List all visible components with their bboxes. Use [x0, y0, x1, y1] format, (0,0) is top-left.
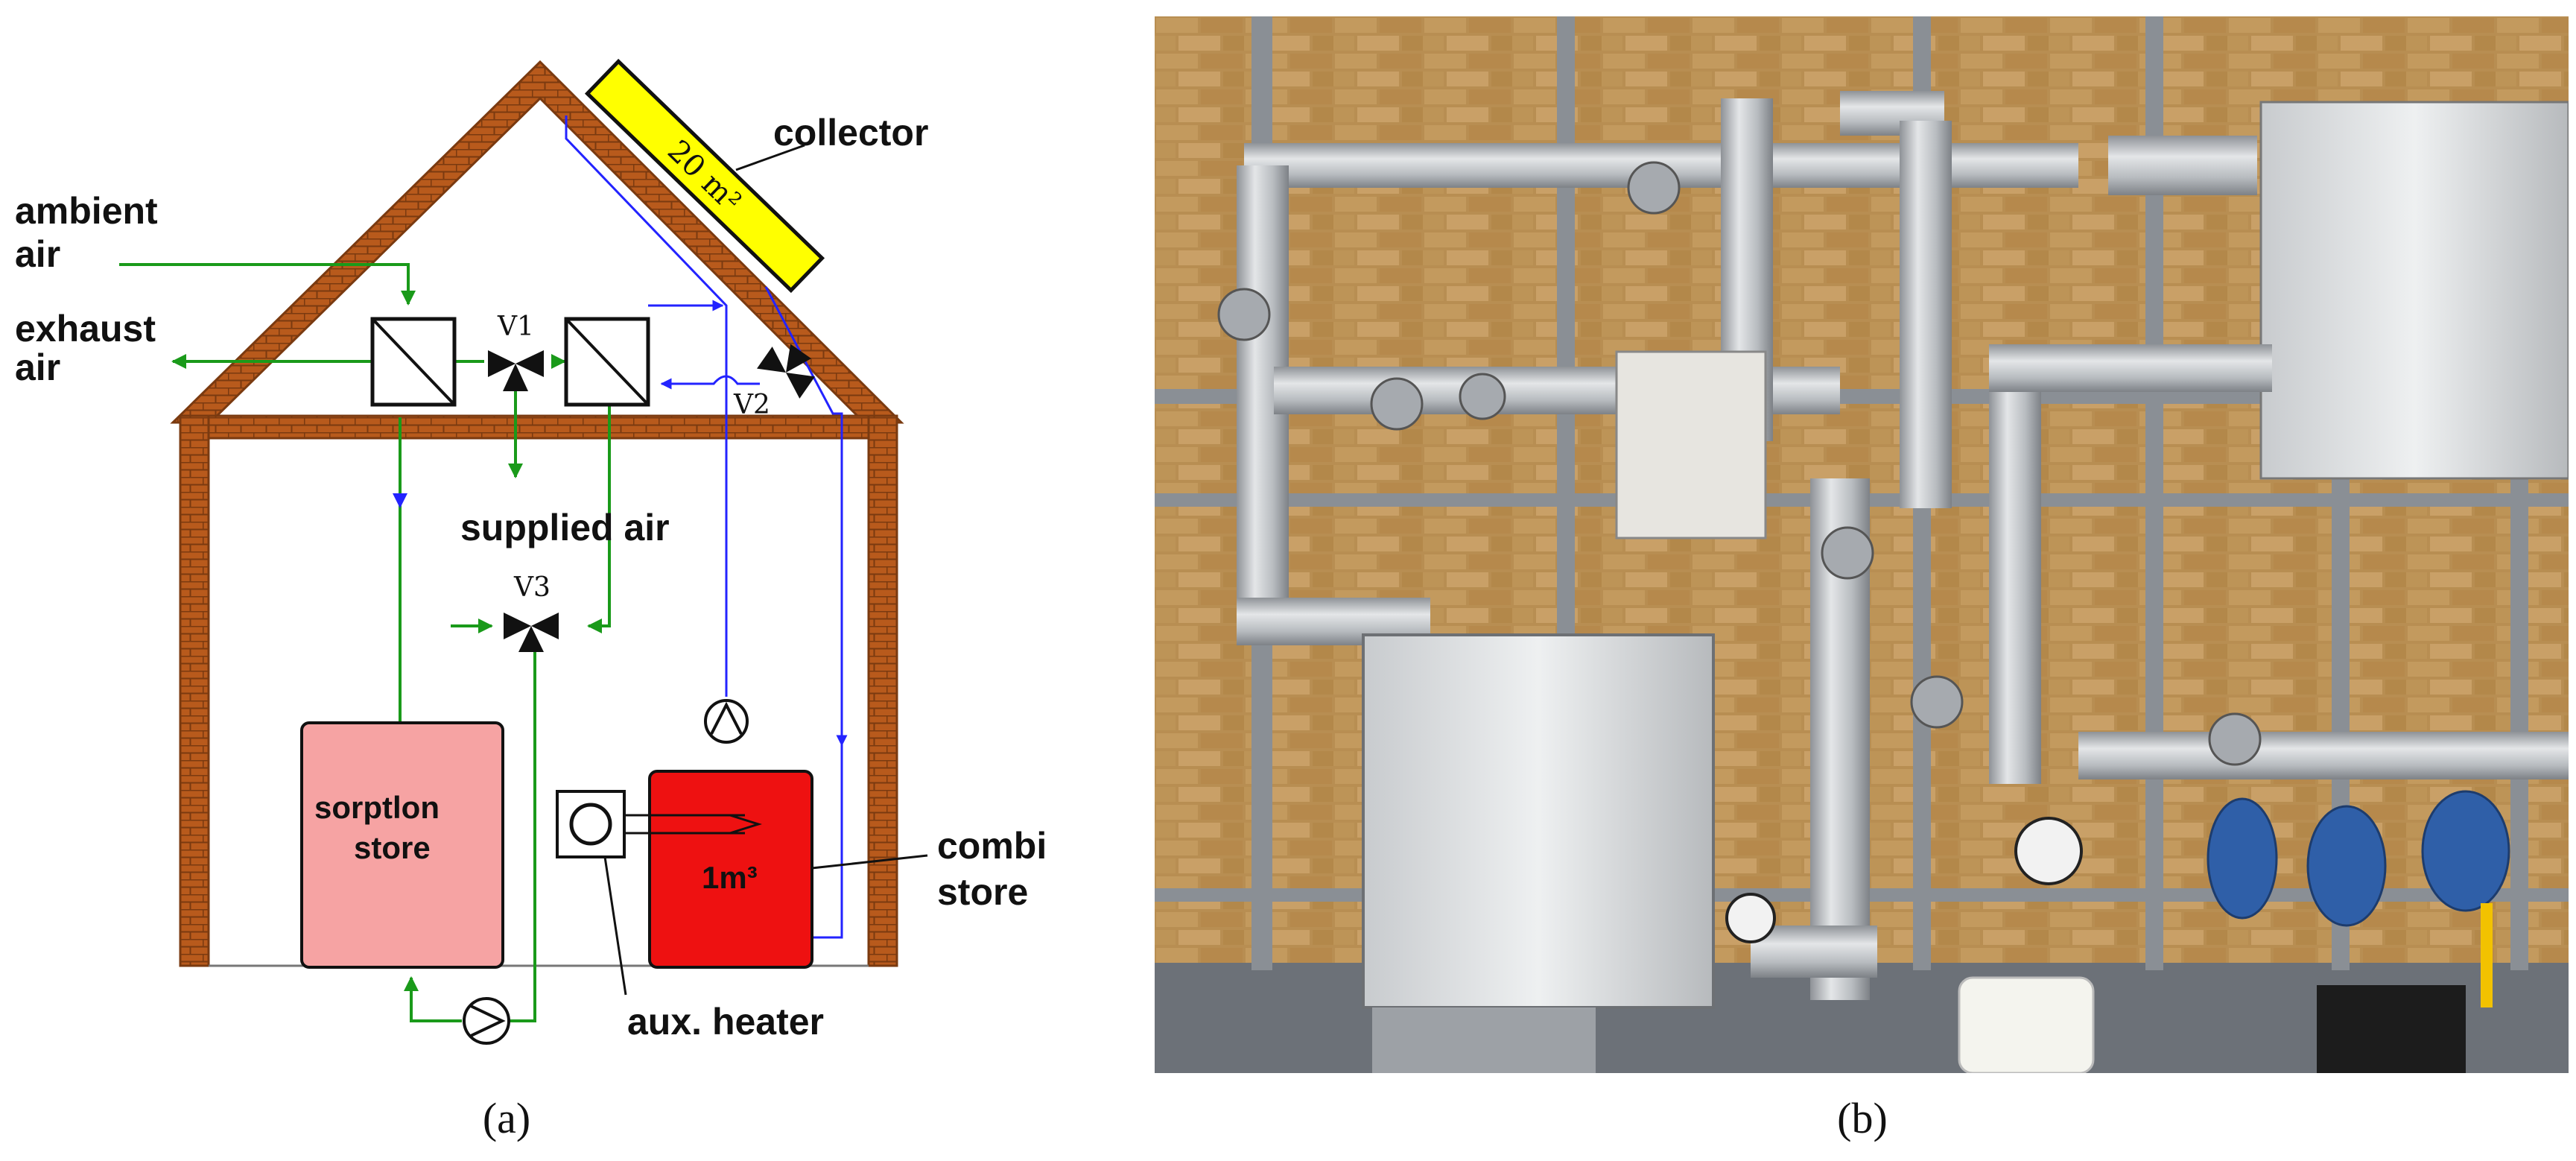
collector-leader	[735, 144, 805, 171]
combi-store-label-line1: combi	[937, 825, 1047, 867]
house-ceiling	[179, 414, 897, 440]
aux-heater	[556, 790, 762, 858]
sorption-store-label-line1: sorptlon	[314, 790, 440, 825]
pump-air-icon	[463, 997, 510, 1045]
panel-b-photo: (b)	[1155, 16, 2569, 1142]
butterfly-valves	[1217, 161, 2262, 766]
air-ducts	[1237, 91, 2569, 1000]
combi-store	[648, 770, 813, 969]
valve-v1	[488, 350, 544, 391]
ambient-air-label-line2: air	[15, 233, 60, 275]
reactor-stand	[1372, 1007, 1596, 1073]
valve-v2	[757, 344, 815, 399]
control-box	[1615, 350, 1767, 540]
aux-heater-label: aux. heater	[627, 1001, 824, 1043]
pressure-gauges	[1725, 817, 2083, 943]
combi-volume-label: 1m³	[702, 860, 758, 895]
ambient-air-label-line1: ambient	[15, 190, 158, 232]
tool-case	[2317, 985, 2466, 1073]
valve-v2-label: V2	[733, 390, 770, 420]
exhaust-air-label-line2: air	[15, 347, 60, 388]
valve-v3	[504, 613, 559, 652]
heat-exchanger-1	[370, 317, 457, 407]
air-circuit	[119, 263, 611, 1022]
sorption-reactor-box	[1362, 633, 1715, 1009]
water-canister	[1958, 976, 2095, 1073]
house-wall-left	[179, 414, 210, 967]
panel-a-schematic: 20 m² collector	[15, 58, 1047, 1142]
sorption-store	[300, 721, 504, 969]
panel-a-caption: (a)	[483, 1094, 530, 1142]
expansion-vessels	[2207, 790, 2510, 927]
aux-heater-leader	[603, 856, 627, 996]
sorption-store-label-line2: store	[354, 830, 431, 865]
heat-exchanger-2	[564, 317, 650, 407]
combi-store-label-line2: store	[937, 871, 1028, 913]
water-circuit	[565, 116, 848, 939]
tool-handle	[2481, 903, 2493, 1007]
pump-water-icon	[704, 699, 749, 744]
valve-v3-label: V3	[513, 572, 551, 603]
panel-b-caption: (b)	[1837, 1094, 1888, 1142]
combi-store-leader	[811, 854, 928, 870]
supplied-air-label: supplied air	[460, 507, 670, 548]
collector-label: collector	[773, 112, 928, 154]
house-wall-right	[867, 414, 898, 967]
valve-v1-label: V1	[497, 311, 534, 342]
solar-collector: 20 m²	[584, 58, 825, 294]
air-handling-unit	[2259, 101, 2569, 480]
exhaust-air-label-line1: exhaust	[15, 308, 156, 349]
